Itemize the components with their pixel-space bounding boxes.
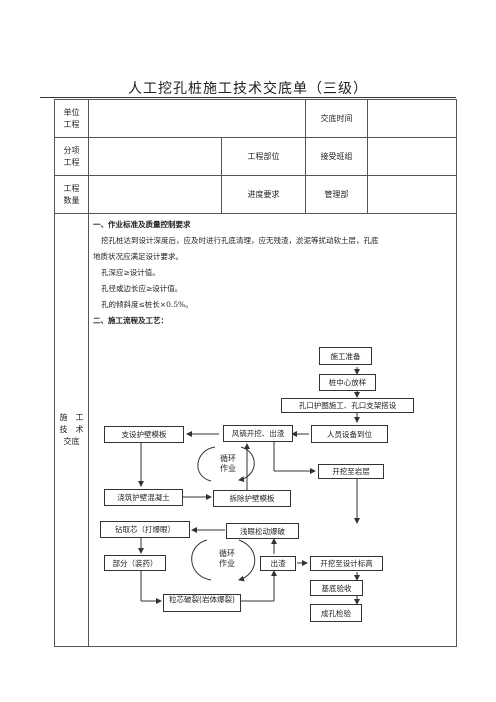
step-prep: 施工准备 bbox=[319, 347, 372, 365]
step-collar: 孔口护圈施工、孔口支架搭设 bbox=[281, 398, 414, 413]
receive-team-label: 接受班组 bbox=[305, 137, 369, 176]
step-center: 桩中心放样 bbox=[319, 374, 376, 391]
flowchart-connectors bbox=[138, 367, 360, 605]
sub-project-label: 分项 工程 bbox=[54, 137, 89, 176]
handover-time-label: 交底时间 bbox=[305, 99, 369, 138]
step-dig: 风镐开挖、出渣 bbox=[223, 425, 293, 442]
unit-project-label: 单位 工程 bbox=[54, 99, 89, 138]
process-flowchart: 施工准备 桩中心放样 孔口护圈施工、孔口支架搭设 人员设备到位 风镐开挖、出渣 … bbox=[89, 214, 456, 646]
construction-handover-label: 施 工 技 术 交底 bbox=[54, 213, 89, 647]
cycle-label-1: 循环 作业 bbox=[220, 454, 236, 473]
paragraph-1-cont: 地质状况应满足设计要求。 bbox=[93, 252, 183, 261]
unit-project-value[interactable] bbox=[87, 99, 307, 138]
step-base: 基底验收 bbox=[310, 580, 363, 596]
content-text: 一、作业标准及质量控制要求 挖孔桩达到设计深度后，应及时进行孔底清理，应无残渣，… bbox=[93, 217, 443, 329]
management-value[interactable] bbox=[367, 175, 458, 214]
handover-time-value[interactable] bbox=[367, 99, 458, 138]
paragraph-3: 孔径或边长应≥设计值。 bbox=[101, 284, 183, 293]
handover-form: 单位 工程 交底时间 分项 工程 工程部位 接受班组 工程 数量 进度要求 管理… bbox=[54, 99, 458, 647]
paragraph-4: 孔的倾斜度≤桩长×0.5%。 bbox=[101, 300, 193, 309]
section-heading-2: 二、施工流程及工艺： bbox=[93, 316, 168, 325]
step-charge: 部分（装药） bbox=[104, 555, 166, 571]
cycle-label-2: 循环 作业 bbox=[219, 549, 235, 568]
quantity-value[interactable] bbox=[88, 175, 222, 214]
step-muck: 出渣 bbox=[260, 556, 296, 571]
title-underline bbox=[40, 97, 456, 98]
step-split: 粒芯破裂(岩体爆裂) bbox=[163, 594, 241, 612]
step-staff: 人员设备到位 bbox=[311, 425, 388, 443]
step-drill: 钻取芯（打爆眼） bbox=[100, 521, 190, 538]
document-title: 人工挖孔桩施工技术交底单（三级） bbox=[128, 81, 368, 97]
step-pour: 浇筑护壁混凝土 bbox=[104, 489, 183, 506]
step-check: 成孔检验 bbox=[310, 604, 362, 622]
project-part-label: 工程部位 bbox=[220, 137, 307, 176]
receive-team-value[interactable] bbox=[367, 137, 458, 176]
step-blast: 浅眼松动爆破 bbox=[226, 523, 299, 539]
section-heading-1: 一、作业标准及质量控制要求 bbox=[93, 220, 191, 229]
progress-label: 进度要求 bbox=[220, 175, 307, 214]
step-remove: 拆除护壁模板 bbox=[213, 490, 291, 507]
handover-content: 一、作业标准及质量控制要求 挖孔桩达到设计深度后，应及时进行孔底清理，应无残渣，… bbox=[87, 213, 458, 647]
paragraph-1: 挖孔桩达到设计深度后，应及时进行孔底清理，应无残渣，淤泥等扰动软土层，孔底 bbox=[101, 236, 379, 245]
step-rock: 开挖至岩层 bbox=[318, 464, 384, 479]
management-label: 管理部 bbox=[305, 175, 369, 214]
quantity-label: 工程 数量 bbox=[54, 175, 89, 214]
step-formwork: 支设护壁模板 bbox=[104, 426, 184, 443]
sub-project-value[interactable] bbox=[88, 137, 222, 176]
paragraph-2: 孔深应≥设计值。 bbox=[101, 268, 160, 277]
step-design: 开挖至设计标高 bbox=[310, 556, 383, 571]
